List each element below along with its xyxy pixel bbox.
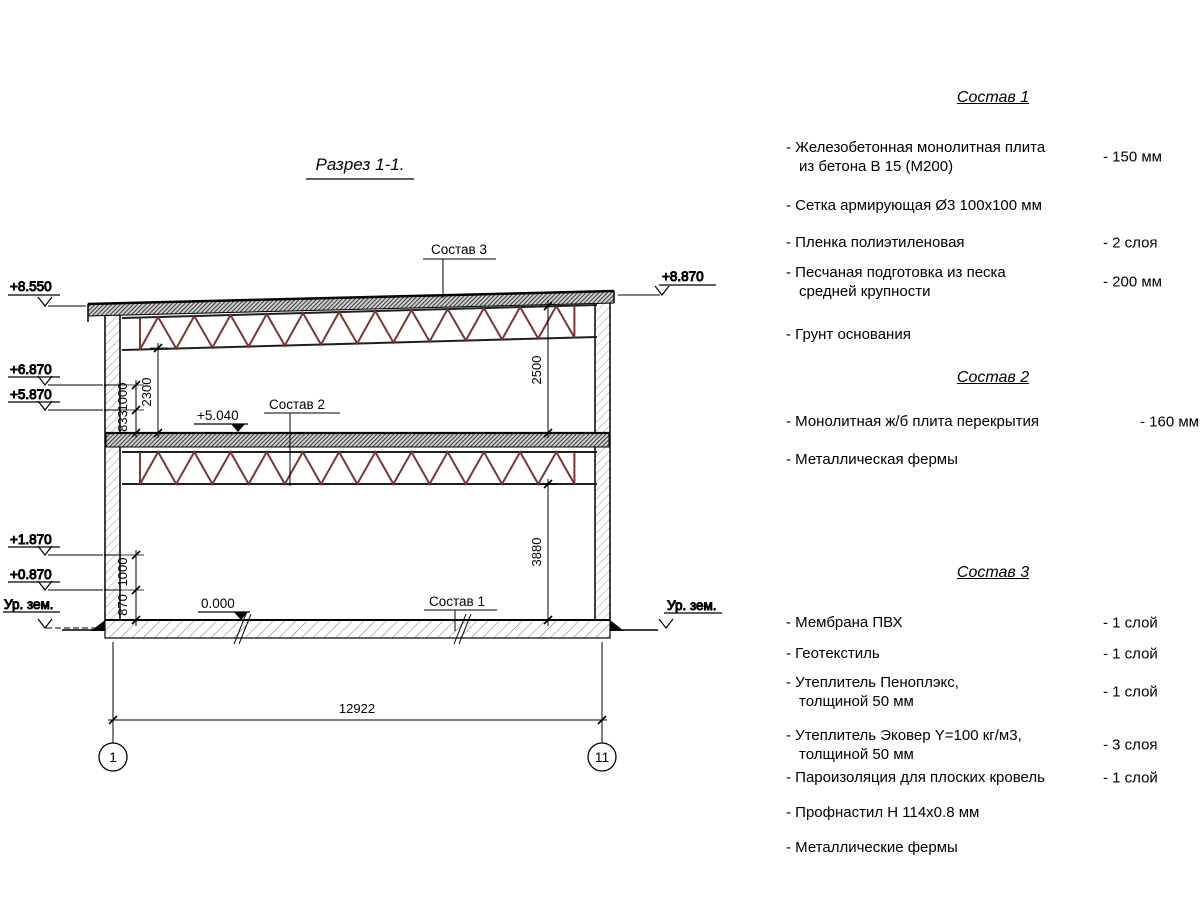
- spec-item-value: - 2 слоя: [1103, 234, 1158, 251]
- spec-item-text: - Металлические фермы: [786, 839, 958, 856]
- axis-circle-11: [587, 742, 617, 772]
- spec-item-text: - Песчаная подготовка из песка средней к…: [786, 264, 1006, 300]
- spec-item: - Профнастил Н 114х0.8 мм: [786, 803, 1200, 822]
- spec-item-text: - Профнастил Н 114х0.8 мм: [786, 804, 980, 821]
- dim-2300: 2300: [139, 343, 168, 438]
- spec-item-text: - Геотекстиль: [786, 645, 880, 662]
- floor-slab-band: [104, 619, 611, 639]
- ground-level-label-left: Ур. зем.: [4, 597, 54, 612]
- spec-heading-3: Состав 3: [956, 564, 1030, 581]
- dim-label: 3880: [529, 538, 544, 567]
- dim-2500: 2500: [529, 300, 557, 438]
- dim-3880: 3880: [529, 479, 557, 626]
- span-dim-label: 12922: [339, 701, 375, 716]
- lower-truss-diagonals: [139, 449, 576, 487]
- spec-item-value: - 1 слой: [1103, 614, 1158, 631]
- spec-item-text: - Грунт основания: [786, 326, 911, 343]
- spec-item-text: - Железобетонная монолитная плита из бет…: [786, 139, 1046, 175]
- inner-elevations: +5.040 0.000: [194, 408, 250, 620]
- dim-label: 833: [115, 410, 130, 432]
- break-mark: [453, 613, 467, 645]
- elevation-label: +1.870: [10, 532, 52, 547]
- axis-bubbles: 1 11: [98, 742, 617, 772]
- spec-item: - Грунт основания: [786, 325, 1200, 344]
- spec-item-value: - 1 слой: [1103, 645, 1158, 662]
- dim-span: 12922: [108, 642, 607, 743]
- elevation-label: +0.870: [10, 567, 52, 582]
- spec-item: - Сетка армирующая Ø3 100х100 мм: [786, 196, 1200, 215]
- upper-truss-top-chord: [121, 304, 598, 319]
- upper-truss-diagonals: [139, 303, 576, 351]
- spec-item: - Пароизоляция для плоских кровель - 1 с…: [786, 768, 1200, 787]
- dim-label: 1000: [115, 383, 130, 412]
- elevation-label-right-top: +8.870: [662, 269, 704, 284]
- ground-level-label-right: Ур. зем.: [667, 598, 717, 613]
- callout-sostav-2: Состав 2: [269, 397, 325, 412]
- elevation-label: +6.870: [10, 362, 52, 377]
- spec-item: - Железобетонная монолитная плита из бет…: [786, 138, 1200, 176]
- dim-label: 870: [115, 594, 130, 616]
- section-title: Разрез 1-1.: [316, 155, 405, 174]
- upper-truss-bottom-chord: [121, 336, 598, 351]
- plinth-right: [610, 620, 624, 631]
- spec-heading-1: Состав 1: [956, 89, 1030, 106]
- spec-item: - Металлическая фермы: [786, 450, 1200, 469]
- spec-item: - Геотекстиль - 1 слой: [786, 644, 1200, 663]
- mid-slab-elevation: +5.040: [197, 408, 239, 423]
- dim-label: 1000: [115, 558, 130, 587]
- right-wall: [595, 303, 610, 621]
- spec-item-text: - Утеплитель Пеноплэкс, толщиной 50 мм: [786, 674, 959, 710]
- spec-item: - Песчаная подготовка из песка средней к…: [786, 263, 1200, 301]
- spec-item: - Утеплитель Пеноплэкс, толщиной 50 мм -…: [786, 673, 1200, 711]
- spec-item-text: - Монолитная ж/б плита перекрытия: [786, 413, 1040, 430]
- drawing-title: Разрез 1-1.: [306, 155, 414, 180]
- left-wall: [105, 315, 120, 621]
- dim-label: 2500: [529, 356, 544, 385]
- mid-slab: [105, 431, 610, 448]
- floor-slab: [104, 613, 611, 645]
- axis-circle-1: [98, 742, 128, 772]
- callouts: Состав 3 Состав 2 Состав 1: [264, 242, 497, 631]
- dim-top-wall: 1000 833: [115, 380, 144, 438]
- spec-item-value: - 1 слой: [1103, 683, 1158, 701]
- spec-item-text: - Пленка полиэтиленовая: [786, 234, 965, 251]
- callout-sostav-3: Состав 3: [431, 242, 487, 257]
- dim-label: 2300: [139, 378, 154, 407]
- roof: [87, 289, 615, 322]
- axis-label-11: 11: [595, 749, 610, 765]
- floor-elevation: 0.000: [201, 596, 235, 611]
- spec-sostav-3: Состав 3 - Мембрана ПВХ - 1 слой - Геоте…: [786, 563, 1200, 857]
- spec-heading-2: Состав 2: [956, 369, 1030, 386]
- spec-item-text: - Сетка армирующая Ø3 100х100 мм: [786, 197, 1042, 214]
- dim-bottom-wall: 1000 870: [115, 550, 144, 626]
- upper-truss: [121, 303, 598, 351]
- spec-sostav-2: Состав 2 - Монолитная ж/б плита перекрыт…: [786, 368, 1200, 469]
- walls: [104, 303, 611, 621]
- mid-slab-band: [105, 432, 610, 448]
- elevation-label: +5.870: [10, 387, 52, 402]
- spec-item: - Мембрана ПВХ - 1 слой: [786, 613, 1200, 632]
- spec-item: - Металлические фермы: [786, 838, 1200, 857]
- spec-sostav-1: Состав 1 - Железобетонная монолитная пли…: [786, 88, 1200, 344]
- spec-item-text: - Пароизоляция для плоских кровель: [786, 769, 1045, 786]
- elevation-marks-right: +8.870 Ур. зем.: [618, 269, 722, 629]
- lower-truss: [122, 449, 597, 487]
- spec-item-text: - Мембрана ПВХ: [786, 614, 903, 631]
- spec-item-text: - Металлическая фермы: [786, 451, 958, 468]
- spec-item-value: - 150 мм: [1103, 148, 1162, 166]
- spec-item-value: - 1 слой: [1103, 769, 1158, 786]
- elevation-label: +8.550: [10, 279, 52, 294]
- spec-item: - Монолитная ж/б плита перекрытия - 160 …: [786, 412, 1200, 431]
- section-drawing: Разрез 1-1.: [3, 155, 722, 772]
- callout-sostav-1: Состав 1: [429, 594, 485, 609]
- spec-item: - Утеплитель Эковер Y=100 кг/м3, толщино…: [786, 726, 1200, 764]
- break-mark: [233, 613, 247, 645]
- spec-item-value: - 160 мм: [1140, 413, 1199, 430]
- spec-item: - Пленка полиэтиленовая - 2 слоя: [786, 233, 1200, 252]
- spec-item-value: - 200 мм: [1103, 273, 1162, 291]
- axis-label-1: 1: [109, 749, 117, 765]
- spec-item-text: - Утеплитель Эковер Y=100 кг/м3, толщино…: [786, 727, 1022, 763]
- elevation-marks-left: +8.550 +6.870 +5.870 +1.870 +0.870 Ур. з…: [3, 279, 103, 629]
- spec-item-value: - 3 слоя: [1103, 736, 1158, 754]
